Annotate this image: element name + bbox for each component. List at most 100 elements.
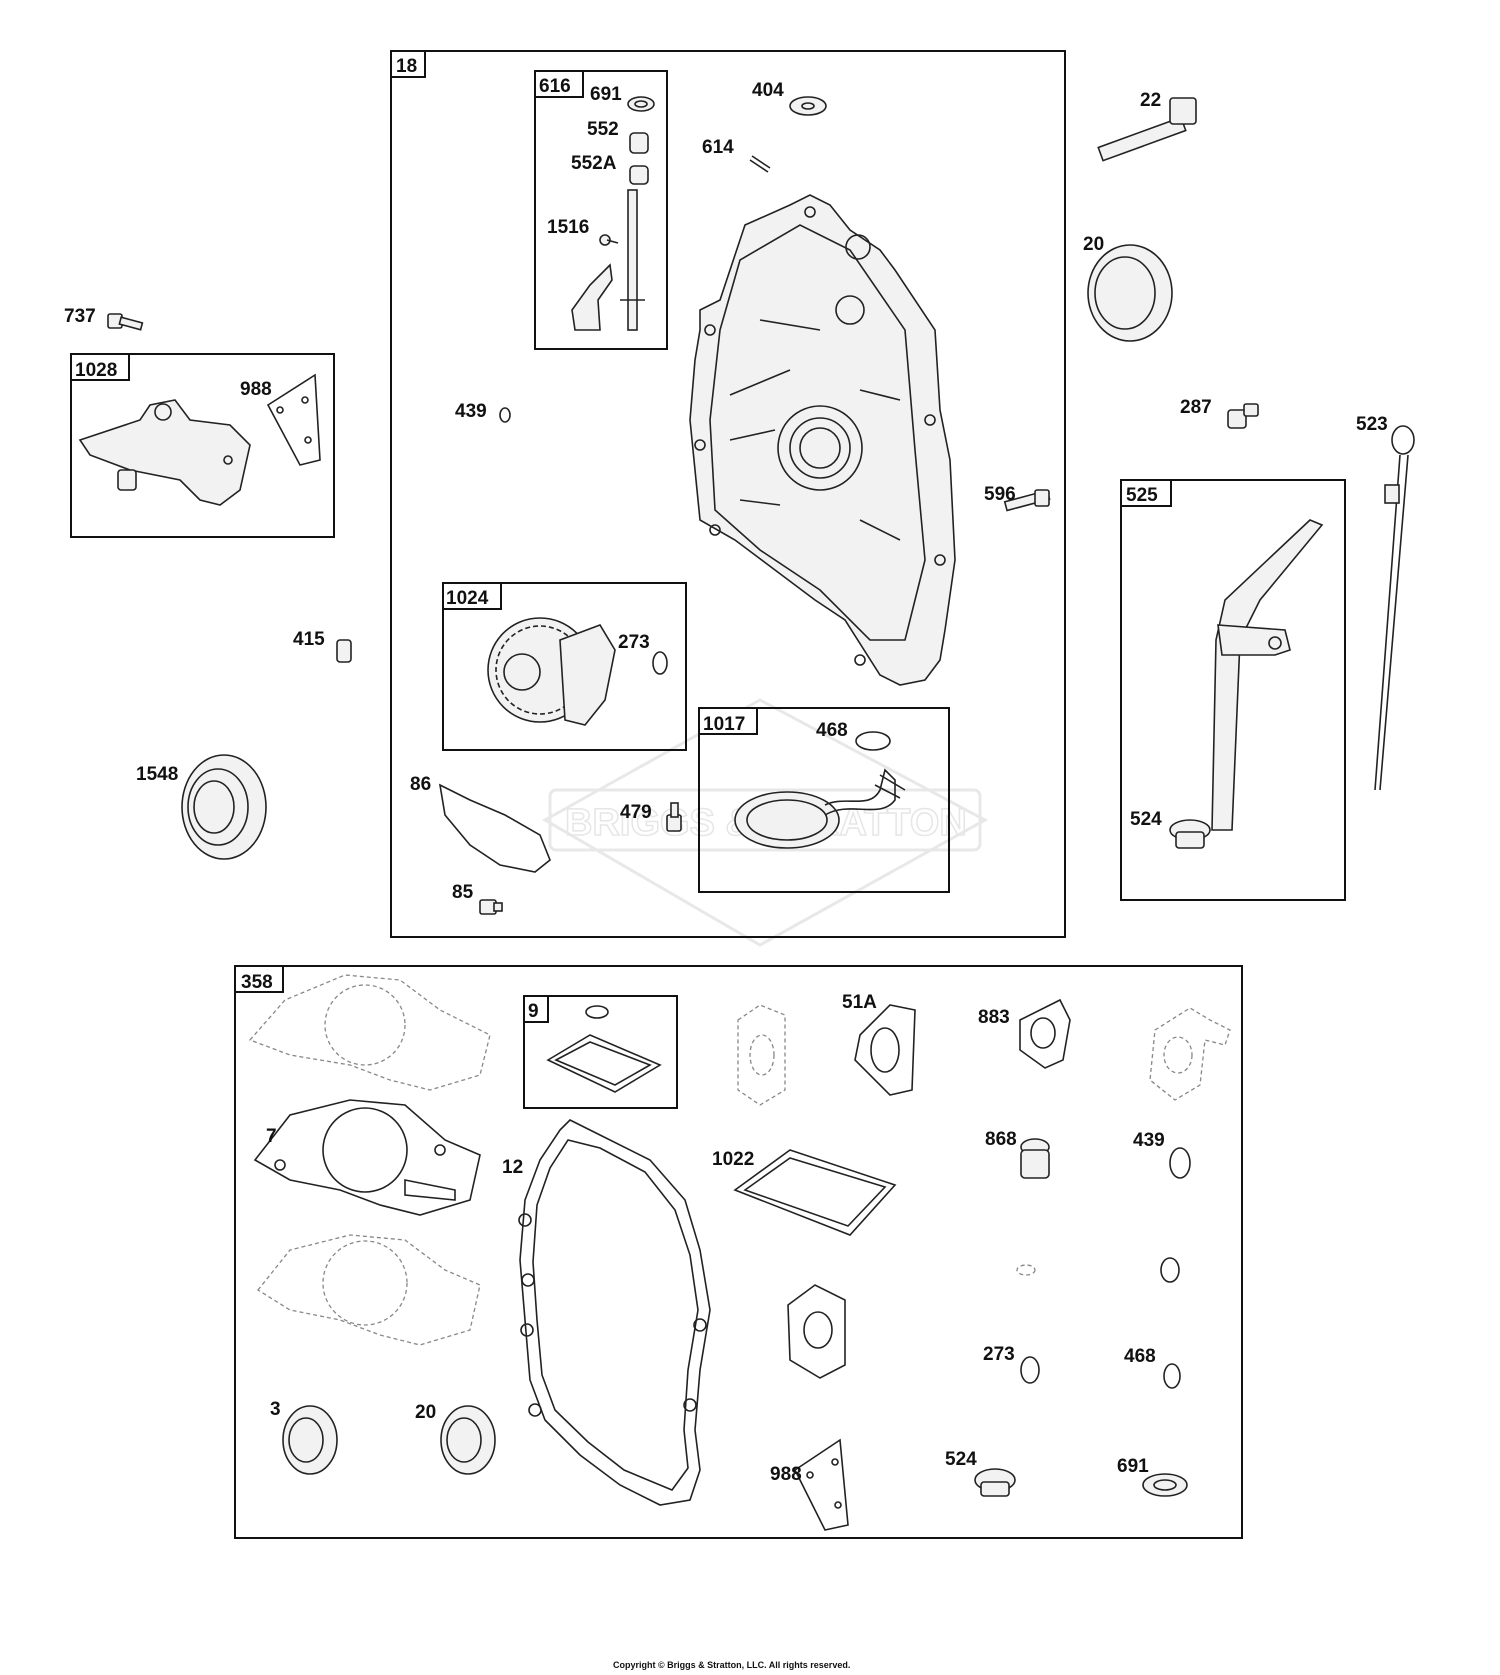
part-1022-gasket[interactable] [733, 1149, 897, 1236]
label-1022: 1022 [712, 1149, 754, 1170]
group-18-frame [390, 50, 1066, 938]
part-20-seal[interactable] [1087, 244, 1173, 342]
part-479-bolt[interactable] [666, 802, 682, 832]
copyright-text: Copyright © Briggs & Stratton, LLC. All … [613, 1660, 850, 1670]
part-head-gasket-lower[interactable] [257, 1234, 481, 1346]
part-12-gasket[interactable] [518, 1119, 711, 1506]
group-525-tag [1120, 479, 1172, 507]
group-18-tag [390, 50, 426, 78]
label-1516: 1516 [547, 217, 589, 238]
part-988-gasket-kit[interactable] [793, 1438, 849, 1531]
part-415-plug[interactable] [336, 639, 352, 663]
part-small-washer[interactable] [1016, 1264, 1036, 1276]
label-404: 404 [752, 80, 784, 101]
part-oil-filter-adapter[interactable] [78, 399, 251, 506]
part-596-bolt[interactable] [1003, 489, 1051, 512]
part-988-gasket[interactable] [266, 373, 321, 466]
part-86-gasket[interactable] [438, 783, 551, 873]
label-552: 552 [587, 119, 619, 140]
label-468: 468 [816, 720, 848, 741]
part-head-gasket-upper[interactable] [248, 974, 491, 1091]
group-1028-label: 1028 [75, 360, 117, 381]
label-12: 12 [502, 1157, 523, 1178]
label-468-kit: 468 [1124, 1346, 1156, 1367]
part-552-bushing[interactable] [629, 132, 649, 154]
part-524-grommet[interactable] [1169, 819, 1211, 849]
group-1024-frame [442, 582, 687, 751]
part-small-ring[interactable] [1160, 1257, 1180, 1283]
label-524: 524 [1130, 809, 1162, 830]
part-20-seal-kit[interactable] [440, 1405, 496, 1475]
label-988: 988 [240, 379, 272, 400]
label-51a: 51A [842, 992, 877, 1013]
part-7-head-gasket[interactable] [253, 1099, 481, 1216]
part-exhaust-gasket[interactable] [1149, 1007, 1231, 1101]
group-616-frame [534, 70, 668, 350]
group-1024-label: 1024 [446, 588, 489, 609]
part-crankcase-cover[interactable] [689, 194, 956, 686]
part-oil-pickup-screen[interactable] [734, 768, 906, 849]
part-883-gasket[interactable] [1019, 998, 1071, 1069]
part-468-oring[interactable] [855, 731, 891, 751]
label-614: 614 [702, 137, 734, 158]
part-404-washer[interactable] [789, 96, 827, 116]
part-51a-gasket[interactable] [854, 1004, 916, 1096]
label-273: 273 [618, 632, 650, 653]
label-552a: 552A [571, 153, 617, 174]
part-273-oring-kit[interactable] [1020, 1356, 1040, 1384]
label-868: 868 [985, 1129, 1017, 1150]
part-691-seal[interactable] [627, 96, 655, 112]
part-oil-fill-tube[interactable] [1211, 519, 1324, 831]
part-868-seal[interactable] [1020, 1138, 1050, 1179]
part-1516-screw[interactable] [599, 234, 619, 246]
part-carb-gasket-b[interactable] [787, 1284, 846, 1379]
part-governor-shaft[interactable] [620, 189, 645, 331]
label-86: 86 [410, 774, 431, 795]
label-273-kit: 273 [983, 1344, 1015, 1365]
part-524-grommet-kit[interactable] [974, 1468, 1016, 1497]
label-691: 691 [590, 84, 622, 105]
part-carb-gasket-a[interactable] [737, 1004, 786, 1106]
part-22-bolt[interactable] [1097, 97, 1197, 162]
part-85-bolt[interactable] [479, 899, 503, 915]
label-20-kit: 20 [415, 1402, 436, 1423]
label-479: 479 [620, 802, 652, 823]
part-439-oring-kit[interactable] [1169, 1147, 1191, 1179]
part-273-oring[interactable] [652, 651, 668, 675]
group-1024-tag [442, 582, 502, 610]
label-7: 7 [266, 1126, 277, 1147]
part-691-seal-kit[interactable] [1142, 1473, 1188, 1497]
group-525-frame [1120, 479, 1346, 901]
group-18-label: 18 [396, 56, 417, 77]
part-air-filter-gasket[interactable] [546, 1005, 662, 1093]
label-22: 22 [1140, 90, 1161, 111]
part-oil-pump-gear[interactable] [487, 617, 616, 726]
part-614-pin[interactable] [749, 155, 771, 173]
group-9-frame [523, 995, 678, 1109]
label-439-kit: 439 [1133, 1130, 1165, 1151]
part-737-bolt[interactable] [107, 313, 144, 331]
label-439: 439 [455, 401, 487, 422]
part-287-nut[interactable] [1227, 403, 1259, 429]
group-525-label: 525 [1126, 485, 1158, 506]
part-468-oring-kit[interactable] [1163, 1363, 1181, 1389]
group-9-tag [523, 995, 549, 1023]
label-85: 85 [452, 882, 474, 903]
part-523-dipstick[interactable] [1374, 425, 1415, 791]
label-415: 415 [293, 629, 325, 650]
part-1548-seal[interactable] [181, 754, 267, 860]
group-358-tag [234, 965, 284, 993]
part-3-seal[interactable] [282, 1405, 338, 1475]
label-596: 596 [984, 484, 1016, 505]
part-552a-bushing[interactable] [629, 165, 649, 185]
label-691-kit: 691 [1117, 1456, 1149, 1477]
label-20: 20 [1083, 234, 1104, 255]
part-governor-lever[interactable] [571, 263, 613, 331]
part-439-oring[interactable] [499, 407, 511, 423]
group-616-tag [534, 70, 584, 98]
group-358-label: 358 [241, 972, 273, 993]
label-287: 287 [1180, 397, 1212, 418]
group-616-label: 616 [539, 76, 571, 97]
group-1017-tag [698, 707, 758, 735]
